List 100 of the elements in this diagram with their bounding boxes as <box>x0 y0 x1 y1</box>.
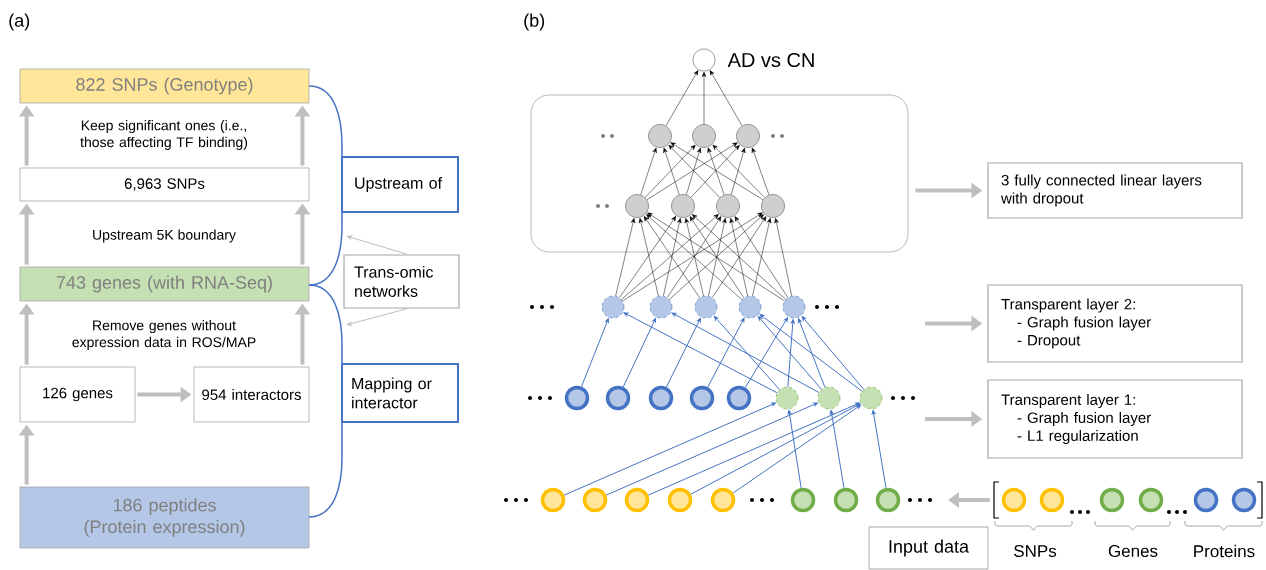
input-neuron <box>540 487 566 513</box>
input-neuron <box>689 385 715 411</box>
arrow <box>667 216 722 298</box>
arrow <box>712 216 767 298</box>
neuron <box>671 194 695 218</box>
input-neuron <box>605 385 631 411</box>
input-neuron <box>710 487 736 513</box>
input-neuron <box>1138 487 1164 513</box>
neuron <box>601 295 625 319</box>
arrow <box>684 218 704 297</box>
data-box: 954 interactors <box>193 366 310 423</box>
arrow <box>759 314 863 392</box>
arrow <box>665 317 701 388</box>
neuron <box>817 386 841 410</box>
arrow <box>623 312 778 394</box>
arrow <box>669 214 764 300</box>
input-neuron <box>1039 487 1065 513</box>
input-label-box: Input data <box>868 526 989 570</box>
neuron <box>692 124 716 148</box>
data-box: 126 genes <box>19 366 136 423</box>
neuron <box>782 295 806 319</box>
arrow <box>665 70 699 126</box>
arrow <box>622 317 657 388</box>
panel-label: (a) <box>9 13 30 31</box>
neuron <box>859 386 883 410</box>
arrow <box>663 218 682 297</box>
relation-box: Upstream of <box>341 156 459 213</box>
arrow <box>670 142 764 200</box>
description-box: 3 fully connected linear layers with dropout <box>987 162 1243 219</box>
group-label: Genes <box>1108 544 1158 557</box>
arrow <box>731 147 746 195</box>
arrow <box>622 212 763 302</box>
arrow <box>346 308 408 326</box>
arrow <box>797 318 826 388</box>
arrow <box>615 217 636 297</box>
arrow <box>709 70 743 126</box>
arrow <box>643 216 700 298</box>
arrow <box>563 402 776 496</box>
input-neuron <box>875 487 901 513</box>
step-label: Keep significant ones (i.e., those affecting TF binding) <box>80 120 248 150</box>
arrow <box>708 218 727 297</box>
data-box: 6,963 SNPs <box>19 167 310 202</box>
arrow <box>751 147 770 196</box>
input-neuron <box>667 487 693 513</box>
input-neuron <box>1193 487 1219 513</box>
arrow <box>621 214 719 300</box>
arrow <box>713 315 780 391</box>
input-neuron <box>1099 487 1125 513</box>
layer-group-box <box>530 94 909 253</box>
neuron <box>716 194 740 218</box>
arrow <box>619 216 677 298</box>
input-neuron <box>1001 487 1027 513</box>
input-neuron <box>726 385 752 411</box>
note-box: Trans-omic networks <box>343 254 460 309</box>
step-label: Upstream 5K boundary <box>93 229 236 243</box>
description-box: Transparent layer 1: - Graph fusion layer - L1 regularization <box>987 379 1243 459</box>
input-neuron <box>624 487 650 513</box>
arrow <box>787 319 795 388</box>
data-box: 822 SNPs (Genotype) <box>19 68 310 104</box>
arrow <box>690 403 861 495</box>
panel-label: (b) <box>524 13 545 31</box>
arrow <box>732 404 862 494</box>
arrow <box>671 312 820 394</box>
input-neuron <box>648 385 674 411</box>
relation-box: Mapping or interactor <box>341 363 459 423</box>
arrow <box>734 216 789 298</box>
arrow <box>647 212 785 302</box>
arrow <box>757 316 823 390</box>
neuron <box>775 386 799 410</box>
arrow <box>346 235 408 255</box>
group-label: SNPs <box>1014 544 1057 557</box>
arrow <box>801 316 865 390</box>
arrow <box>646 214 742 300</box>
arrow <box>663 147 680 195</box>
data-box: 743 genes (with RNA-Seq) <box>19 266 310 302</box>
group-label: Proteins <box>1194 544 1255 558</box>
arrow <box>707 147 725 195</box>
arrow <box>581 318 609 388</box>
neuron <box>761 194 785 218</box>
description-box: Transparent layer 2: - Graph fusion layer - Dropout <box>987 284 1243 363</box>
brace-curve <box>308 284 343 518</box>
brace-curve <box>308 85 343 286</box>
arrow <box>712 144 765 198</box>
input-neuron <box>790 487 816 513</box>
arrow <box>692 214 786 300</box>
data-box: 186 peptides (Protein expression) <box>19 486 310 549</box>
arrow <box>640 147 657 195</box>
neuron <box>694 295 718 319</box>
arrow <box>729 218 748 297</box>
arrow <box>701 71 707 125</box>
arrow <box>829 409 845 489</box>
input-neuron <box>582 487 608 513</box>
arrow <box>668 144 720 198</box>
neuron <box>738 295 762 319</box>
neuron <box>736 124 760 148</box>
input-neuron <box>833 487 859 513</box>
arrow <box>647 402 860 496</box>
step-label: Remove genes without expression data in ROS/MAP <box>72 320 256 350</box>
arrow <box>605 402 818 496</box>
arrow <box>646 142 738 200</box>
